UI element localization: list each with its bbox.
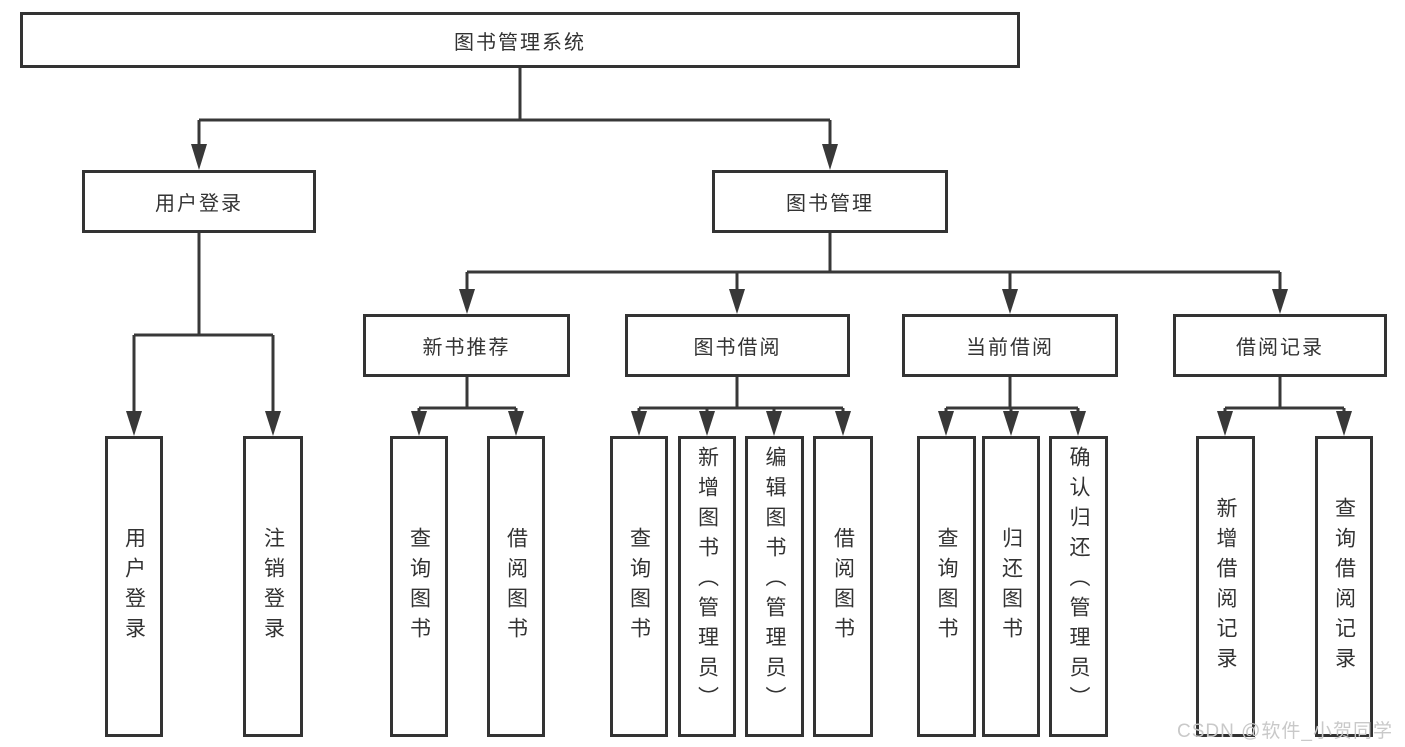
connector-root-to-level2 bbox=[197, 68, 832, 150]
arrow-icon bbox=[1272, 289, 1288, 314]
leaf-user-login: 用户登录 bbox=[105, 436, 163, 737]
node-current-borrow: 当前借阅 bbox=[902, 314, 1118, 377]
node-label: 查询图书 bbox=[407, 526, 431, 647]
node-user-login: 用户登录 bbox=[82, 170, 316, 233]
node-book-borrow: 图书借阅 bbox=[625, 314, 850, 377]
arrow-icon bbox=[1003, 411, 1019, 436]
arrow-icon bbox=[265, 411, 281, 436]
arrow-icon bbox=[631, 411, 647, 436]
arrow-icon bbox=[766, 411, 782, 436]
connector-user-login-to-leaves bbox=[132, 233, 275, 420]
arrow-icon bbox=[459, 289, 475, 314]
node-label: 注销登录 bbox=[261, 526, 285, 647]
node-system-root: 图书管理系统 bbox=[20, 12, 1020, 68]
leaf-confirm-return-admin: 确认归还（管理员） bbox=[1049, 436, 1108, 737]
connector-book-mgmt-to-level3 bbox=[465, 233, 1282, 298]
arrow-icon bbox=[411, 411, 427, 436]
node-label: 用户登录 bbox=[122, 526, 146, 647]
node-label: 新增借阅记录 bbox=[1214, 496, 1238, 677]
node-label: 查询图书 bbox=[627, 526, 651, 647]
leaf-query-books-recommend: 查询图书 bbox=[390, 436, 448, 737]
arrow-icon bbox=[191, 144, 207, 170]
node-book-management: 图书管理 bbox=[712, 170, 948, 233]
arrow-icon bbox=[822, 144, 838, 170]
arrow-icon bbox=[1002, 289, 1018, 314]
node-label: 新增图书（管理员） bbox=[695, 446, 719, 716]
leaf-add-book-admin: 新增图书（管理员） bbox=[678, 436, 736, 737]
leaf-query-books-current: 查询图书 bbox=[917, 436, 976, 737]
arrow-icon bbox=[938, 411, 954, 436]
connector-book-borrow-to-leaves bbox=[637, 377, 845, 420]
leaf-logout: 注销登录 bbox=[243, 436, 303, 737]
arrow-icon bbox=[1336, 411, 1352, 436]
leaf-edit-book-admin: 编辑图书（管理员） bbox=[745, 436, 804, 737]
arrow-icon bbox=[835, 411, 851, 436]
arrow-icon bbox=[126, 411, 142, 436]
node-label: 查询借阅记录 bbox=[1332, 496, 1356, 677]
connector-records-to-leaves bbox=[1223, 377, 1346, 420]
arrowheads bbox=[126, 144, 1352, 436]
leaf-add-borrow-record: 新增借阅记录 bbox=[1196, 436, 1255, 737]
arrow-icon bbox=[699, 411, 715, 436]
leaf-borrow-books-borrow: 借阅图书 bbox=[813, 436, 873, 737]
node-new-book-recommend: 新书推荐 bbox=[363, 314, 570, 377]
leaf-query-borrow-record: 查询借阅记录 bbox=[1315, 436, 1373, 737]
node-label: 归还图书 bbox=[999, 526, 1023, 647]
leaf-return-books: 归还图书 bbox=[982, 436, 1040, 737]
node-label: 借阅图书 bbox=[831, 526, 855, 647]
node-label: 查询图书 bbox=[935, 526, 959, 647]
node-label: 确认归还（管理员） bbox=[1067, 446, 1091, 716]
csdn-watermark: CSDN @软件_小贺同学 bbox=[1177, 721, 1393, 742]
connector-new-book-to-leaves bbox=[417, 377, 518, 420]
arrow-icon bbox=[729, 289, 745, 314]
arrow-icon bbox=[508, 411, 524, 436]
arrow-icon bbox=[1217, 411, 1233, 436]
leaf-borrow-books-recommend: 借阅图书 bbox=[487, 436, 545, 737]
node-borrow-records: 借阅记录 bbox=[1173, 314, 1387, 377]
leaf-query-books-borrow: 查询图书 bbox=[610, 436, 668, 737]
node-label: 借阅图书 bbox=[504, 526, 528, 647]
node-label: 编辑图书（管理员） bbox=[763, 446, 787, 716]
arrow-icon bbox=[1070, 411, 1086, 436]
